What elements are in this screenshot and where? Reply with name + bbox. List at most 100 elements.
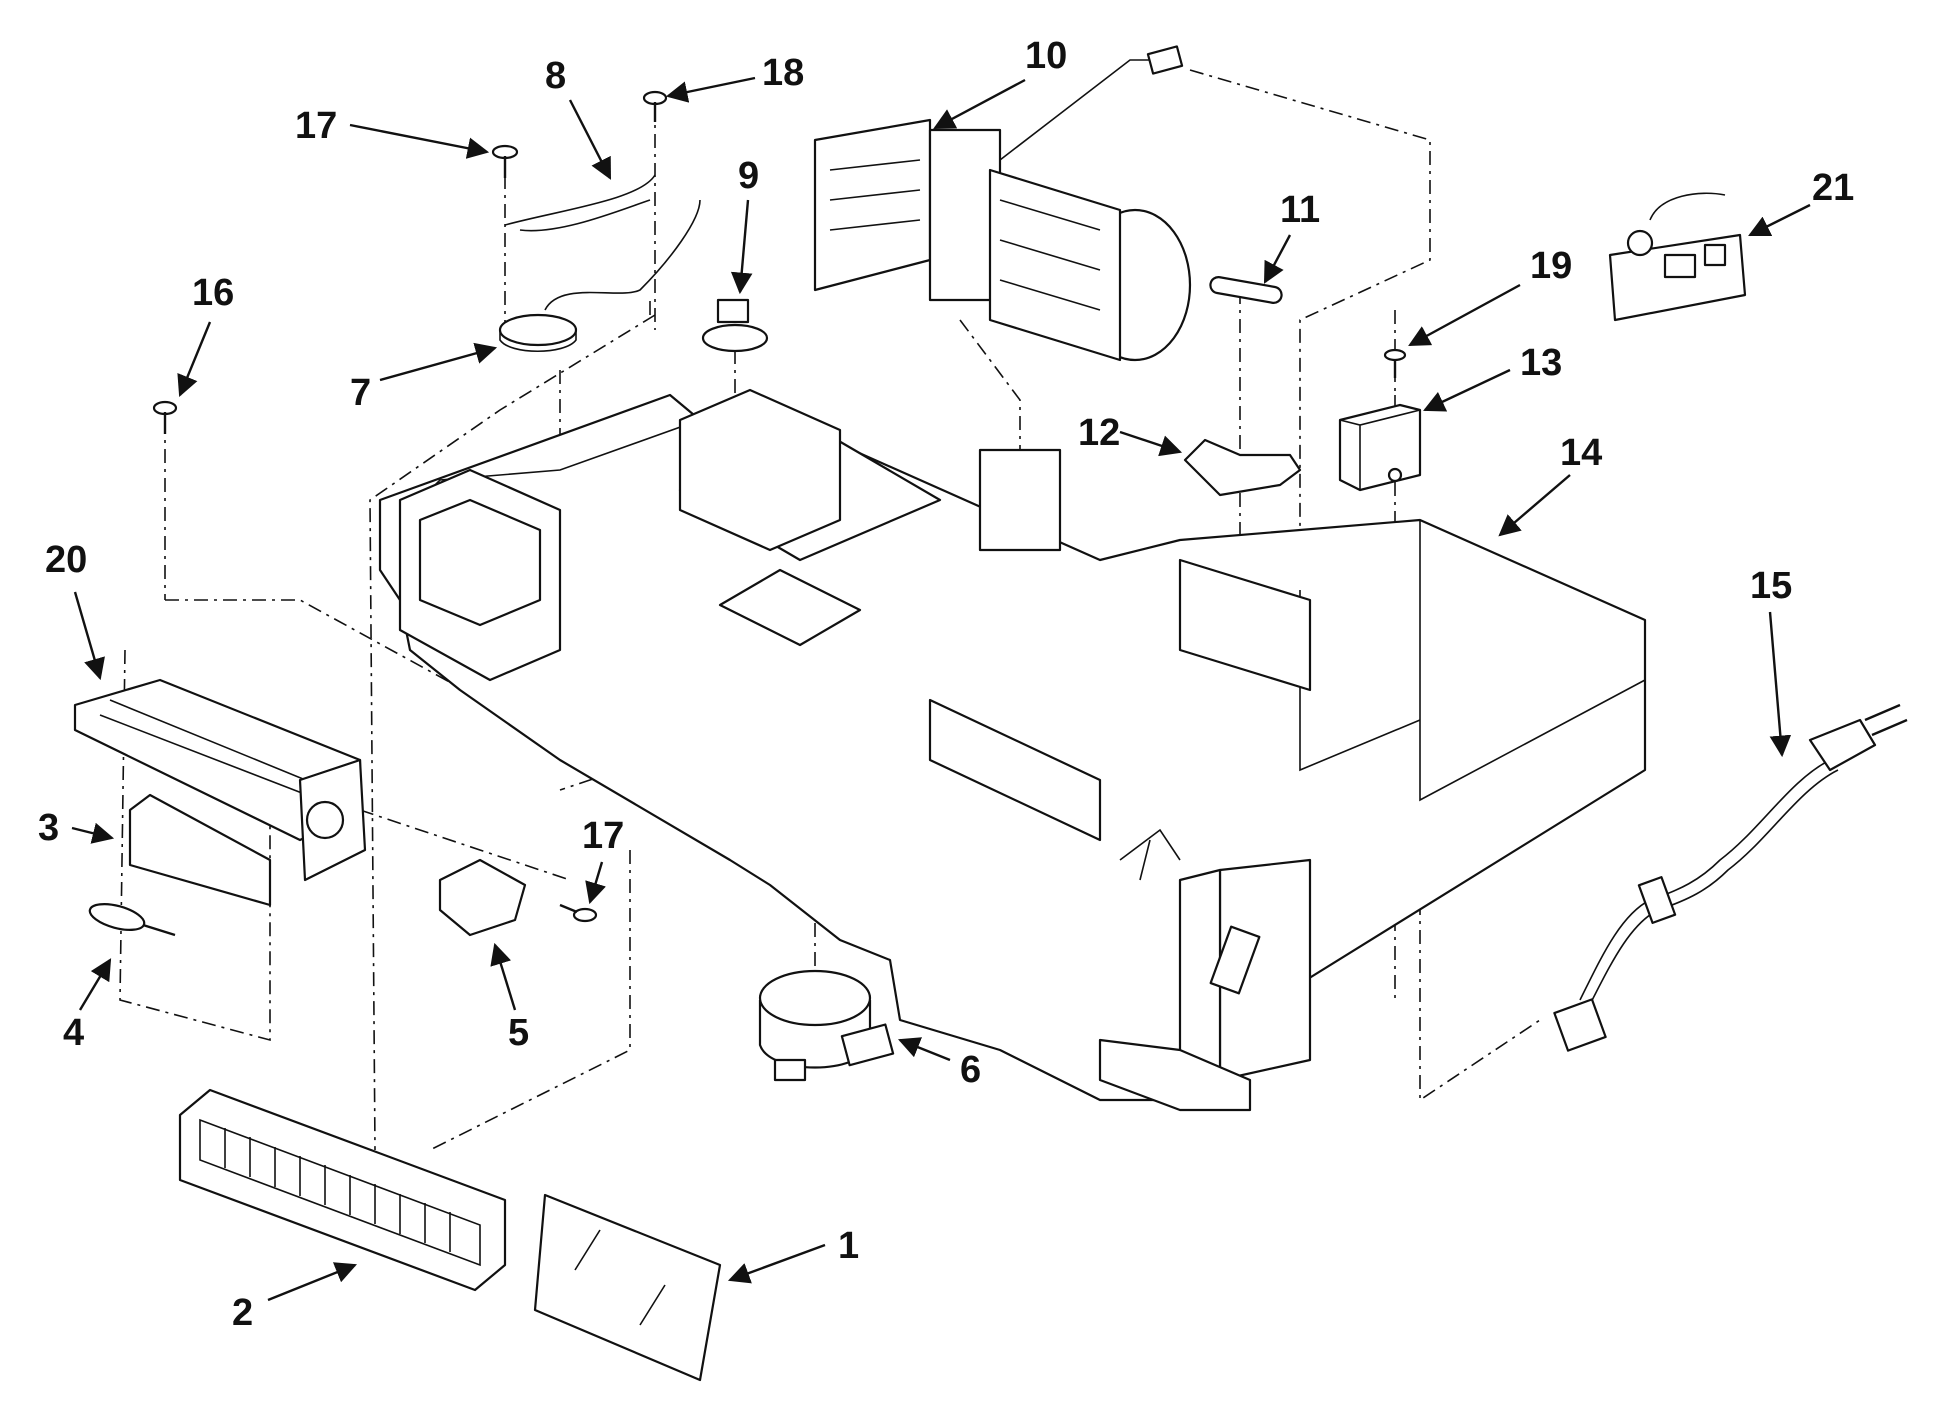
leader-3: [71, 822, 115, 844]
assembly-line-lampsocket: [359, 809, 571, 881]
screw-16: [152, 400, 178, 434]
assembly-line-grille-left: [369, 314, 656, 1151]
leader-18: [665, 76, 756, 103]
callout-16: 16: [192, 272, 234, 314]
lamp-shield: [128, 793, 272, 907]
board-component-a: [1626, 229, 1654, 257]
lamp-lead: [142, 923, 176, 937]
board-component-c: [1703, 243, 1727, 267]
screw-19: [1383, 348, 1407, 378]
capacitor-tab: [1387, 467, 1403, 483]
blower-housing-right: [988, 168, 1122, 362]
lamp-bulb: [88, 903, 146, 931]
lamp-bracket: [73, 678, 367, 882]
leader-19: [1408, 283, 1521, 347]
grille-inner: [199, 1118, 481, 1267]
motor-mount: [773, 1058, 807, 1082]
thermostat-9-body: [701, 323, 769, 353]
thermostat-lead: [544, 199, 701, 311]
leader-20: [73, 591, 105, 681]
cord-wire: [1579, 759, 1831, 1001]
leader-6: [897, 1037, 951, 1062]
base-pan-duct-inner: [418, 498, 542, 627]
base-pan-right-wall: [1419, 520, 1646, 802]
base-pan-right-box: [1178, 558, 1312, 692]
leader-12: [1119, 430, 1183, 457]
lens: [533, 1193, 722, 1382]
callout-13: 13: [1520, 342, 1562, 384]
leader-17b: [585, 861, 606, 905]
cord-wire-2: [1587, 769, 1839, 1009]
thermostat-7: [498, 313, 578, 353]
callout-leaders: [71, 76, 1811, 1302]
callout-15: 15: [1750, 565, 1792, 607]
thermostat-7-side: [499, 330, 577, 353]
leader-8: [568, 99, 612, 180]
leader-21: [1748, 203, 1811, 237]
base-pan: [378, 388, 1647, 1112]
leader-10: [933, 78, 1026, 130]
capacitor-body: [1338, 403, 1422, 492]
callout-7: 7: [350, 372, 371, 414]
damper-shaft: [1209, 925, 1261, 995]
board-component-b: [1663, 253, 1697, 279]
lamp: [88, 903, 176, 937]
base-pan-opening: [718, 568, 862, 647]
damper-motor: [758, 969, 895, 1082]
lens-reflection: [574, 1229, 666, 1326]
callout-4: 4: [63, 1012, 84, 1054]
blower-housing-left: [813, 118, 932, 292]
base-pan-channel: [928, 698, 1102, 842]
thermostat-7-body: [498, 313, 578, 347]
assembly-line-fan: [1189, 69, 1431, 560]
grille: [178, 1088, 507, 1292]
thermostat-9-terminals: [716, 298, 750, 324]
leader-9: [730, 199, 753, 295]
callout-2: 2: [232, 1292, 253, 1334]
lamp-bracket-hole: [305, 800, 345, 840]
callout-9: 9: [738, 155, 759, 197]
capacitor: [1338, 403, 1422, 492]
blower-vanes: [829, 159, 1101, 311]
cord-connector: [1553, 998, 1607, 1052]
base-pan-clips: [1119, 828, 1181, 881]
callout-19: 19: [1530, 245, 1572, 287]
plug-prong-b: [1871, 718, 1908, 737]
callout-10: 10: [1025, 35, 1067, 77]
capacitor-edges: [1339, 409, 1421, 490]
blower-connector: [1146, 45, 1184, 75]
grille-slats: [224, 1128, 451, 1252]
callout-6: 6: [960, 1049, 981, 1091]
leader-14: [1498, 474, 1571, 537]
callout-17b: 17: [582, 815, 624, 857]
motor-top: [758, 969, 872, 1027]
leader-16: [177, 321, 212, 397]
wire-harness: [504, 174, 656, 232]
leader-1: [727, 1243, 826, 1284]
callout-11: 11: [1280, 189, 1320, 231]
base-pan-lip: [1098, 1038, 1252, 1112]
assembly-line-lamp: [119, 649, 271, 1042]
callout-8: 8: [545, 55, 566, 97]
callout-5: 5: [508, 1012, 529, 1054]
leader-17a: [349, 123, 490, 159]
fuse: [1209, 276, 1283, 304]
plug-body: [1808, 718, 1877, 772]
callout-17a: 17: [295, 105, 337, 147]
callout-18: 18: [762, 52, 804, 94]
board-wire: [1649, 192, 1726, 221]
leader-15: [1768, 611, 1792, 758]
base-pan-box: [678, 388, 842, 552]
leader-2: [267, 1262, 358, 1302]
callout-labels: 1 2 3 4 5 6 7 8 9 10 11 12 13 14 15 16 1…: [38, 35, 1854, 1334]
base-pan-divider: [978, 448, 1062, 552]
callout-1: 1: [838, 1225, 859, 1267]
thermostat-9: [701, 298, 769, 353]
screw-18: [642, 90, 668, 122]
lamp-socket: [438, 858, 527, 937]
cord-strain-relief: [1637, 876, 1677, 924]
blower-fan: [813, 45, 1192, 362]
leader-4: [78, 958, 112, 1011]
callout-3: 3: [38, 807, 59, 849]
